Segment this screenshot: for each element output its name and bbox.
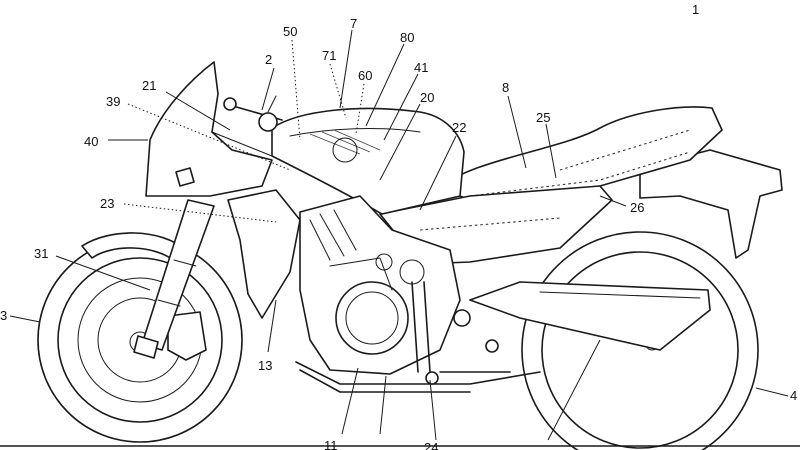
front-fork xyxy=(133,199,215,359)
side-fairing xyxy=(227,189,301,319)
ref-8: 8 xyxy=(502,80,509,95)
ref-40: 40 xyxy=(84,134,98,149)
ref-71: 71 xyxy=(322,48,336,63)
ref-21: 21 xyxy=(142,78,156,93)
ref-80: 80 xyxy=(400,30,414,45)
rear-tail xyxy=(639,149,783,259)
ref-60: 60 xyxy=(358,68,372,83)
fuel-tank xyxy=(271,107,465,215)
ref-22: 22 xyxy=(452,120,466,135)
ref-23: 23 xyxy=(100,196,114,211)
ref-4: 4 xyxy=(790,388,797,403)
ref-50: 50 xyxy=(283,24,297,39)
seat xyxy=(439,106,723,201)
ref-26: 26 xyxy=(630,200,644,215)
ref-11: 11 xyxy=(324,438,338,450)
ref-20: 20 xyxy=(420,90,434,105)
exhaust xyxy=(295,361,541,385)
ref-7: 7 xyxy=(350,16,357,31)
engine xyxy=(299,195,461,375)
ref-top: 1 xyxy=(692,2,699,17)
ref-3: 3 xyxy=(0,308,7,323)
handlebar xyxy=(223,95,283,132)
ref-24: 24 xyxy=(424,440,438,450)
swing-arm xyxy=(469,281,711,351)
front-fairing xyxy=(145,61,273,197)
brake-caliper xyxy=(167,311,207,361)
ref-25: 25 xyxy=(536,110,550,125)
ref-41: 41 xyxy=(414,60,428,75)
ref-39: 39 xyxy=(106,94,120,109)
ref-2: 2 xyxy=(265,52,272,67)
rear-suspension xyxy=(411,281,511,385)
ref-13: 13 xyxy=(258,358,272,373)
ref-31: 31 xyxy=(34,246,48,261)
leader-lines xyxy=(9,29,789,441)
